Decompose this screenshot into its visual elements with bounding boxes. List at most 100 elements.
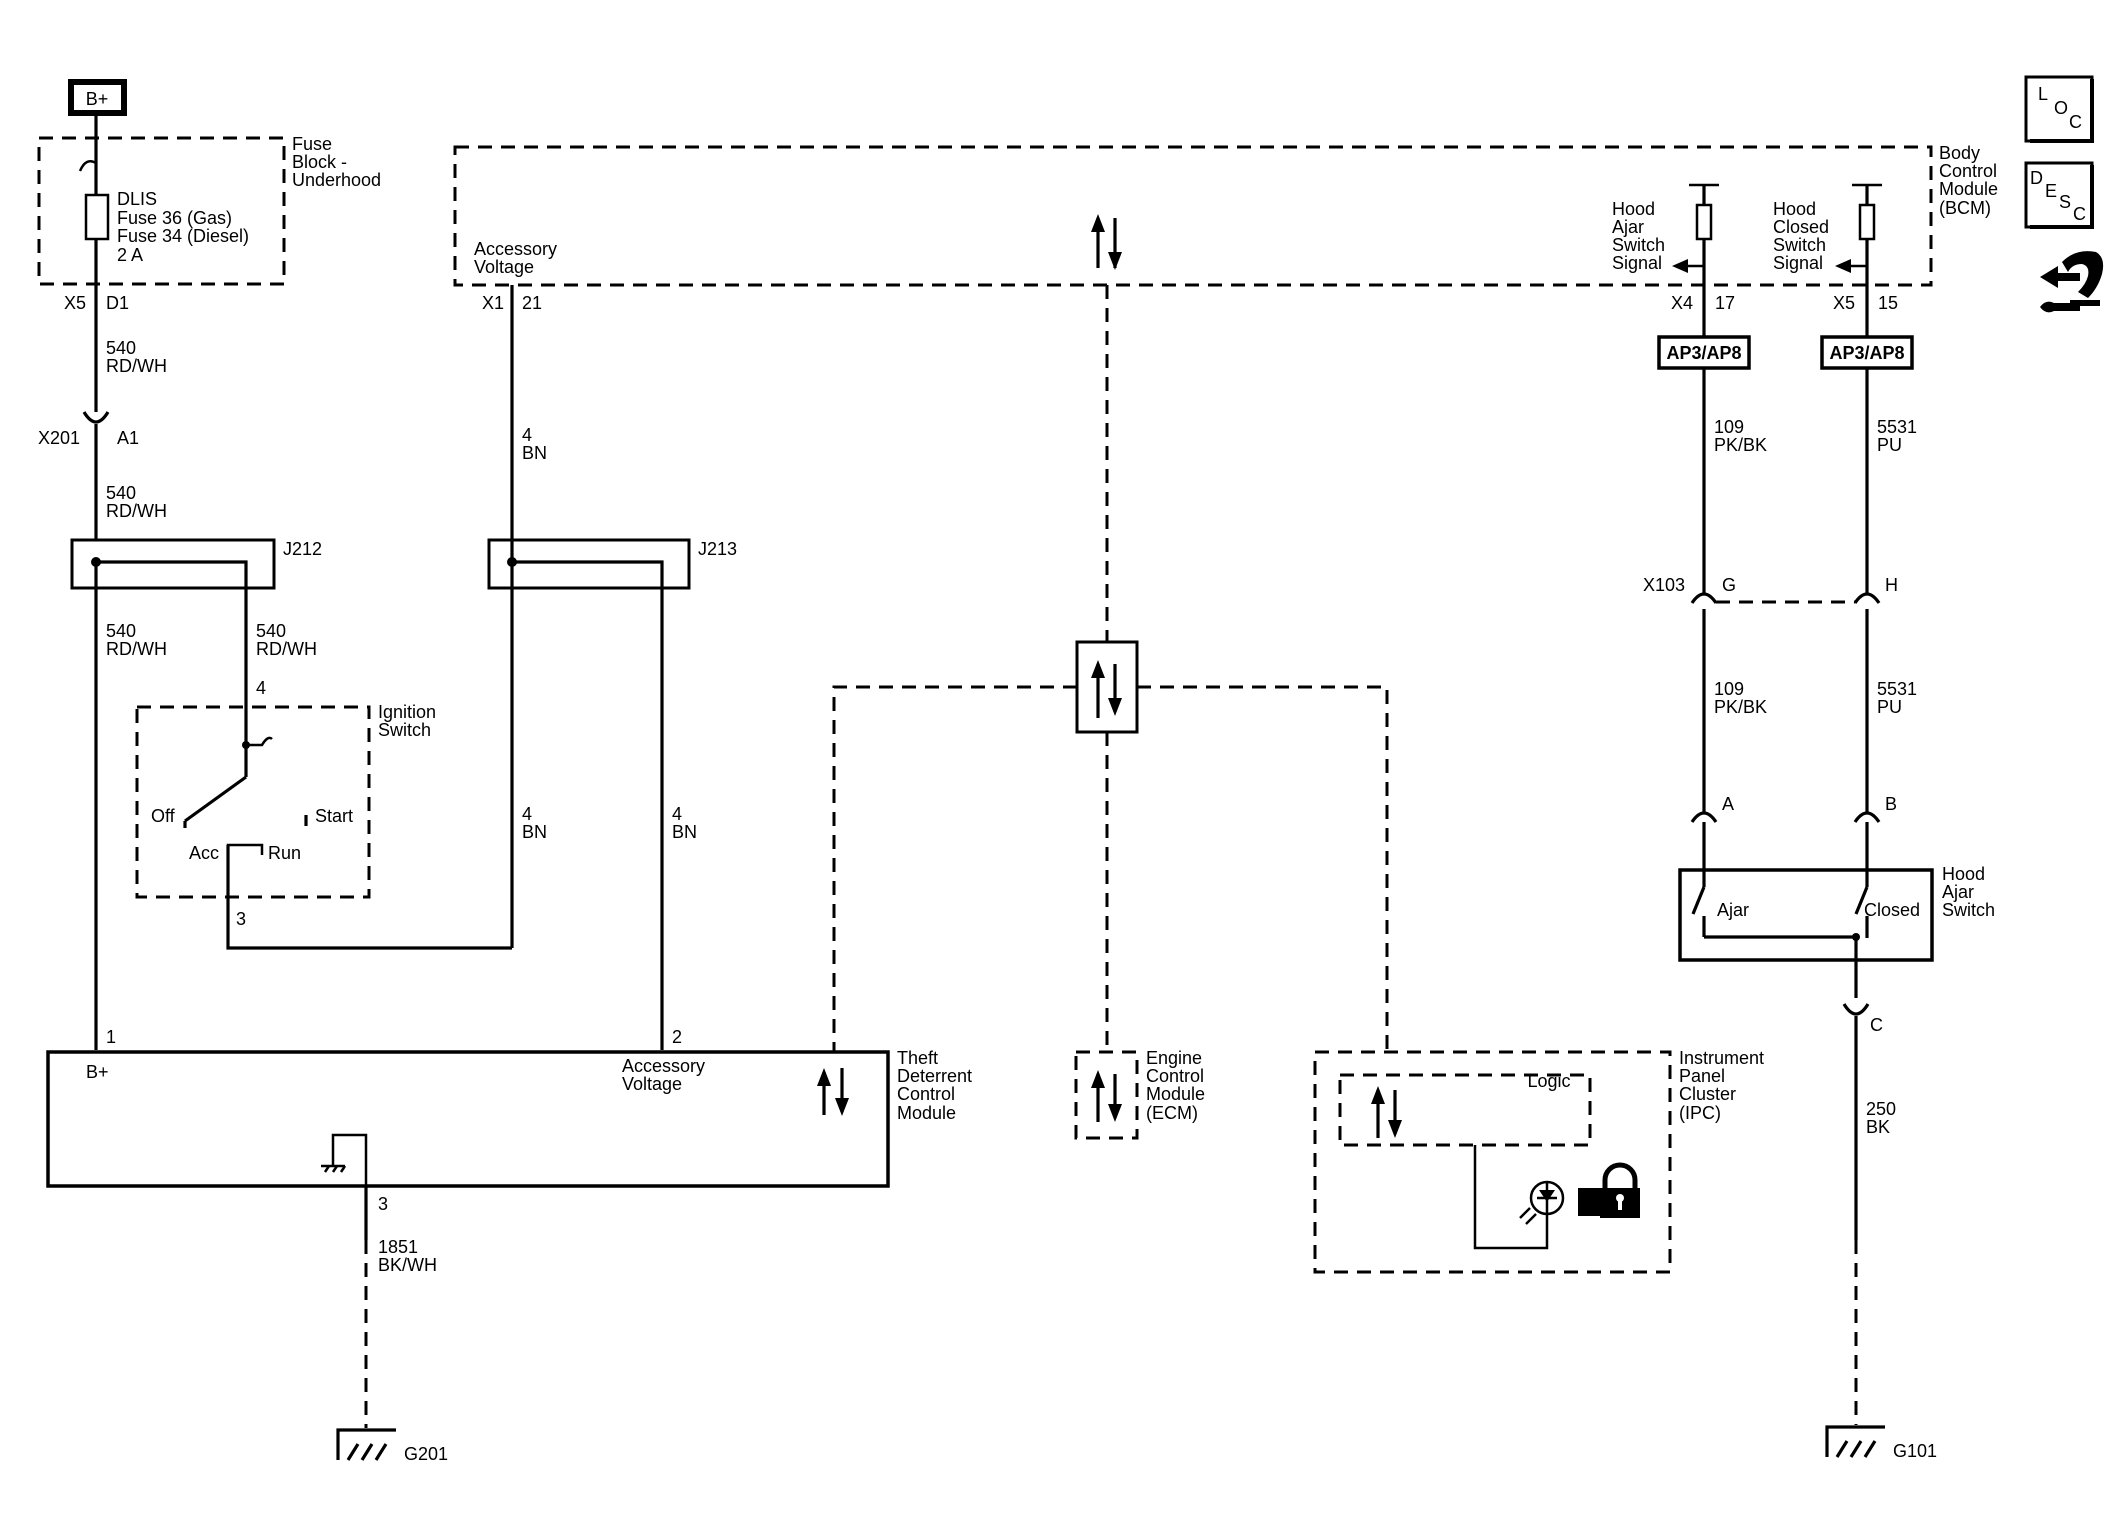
description-view-button[interactable]: D E S C xyxy=(2024,161,2094,229)
tdcm-title-2: Deterrent xyxy=(897,1066,972,1086)
ignition-start: Start xyxy=(315,806,353,826)
loc-icon-letter-l: L xyxy=(2038,84,2048,104)
instrument-panel-cluster: Logic Instrument Panel Cluster (IPC) xyxy=(1313,1048,1764,1274)
j212-label: J212 xyxy=(283,539,322,559)
bcm-title-1: Body xyxy=(1939,143,1980,163)
tdcm-b-plus: B+ xyxy=(86,1062,109,1082)
ignition-title-1: Ignition xyxy=(378,702,436,722)
hood-ajar-signal-4: Signal xyxy=(1612,253,1662,273)
ignition-switch: 4 Off Start Acc Run Ignition Switch 3 xyxy=(135,678,436,929)
wire-4bn-label-a: 4 xyxy=(522,425,532,445)
location-view-button[interactable]: L O C xyxy=(2024,75,2094,143)
wire-540-label-a: 540 xyxy=(106,338,136,358)
switch-pin-b: B xyxy=(1885,794,1897,814)
hood-ajar-signal-2: Ajar xyxy=(1612,217,1644,237)
wire-540-color-c: RD/WH xyxy=(106,639,167,659)
ignition-pin-bottom: 3 xyxy=(236,909,246,929)
fuse-label-2: Fuse 36 (Gas) xyxy=(117,208,232,228)
desc-icon-letter-d: D xyxy=(2030,168,2043,188)
wire-109-color-a: PK/BK xyxy=(1714,435,1767,455)
bcm-title-2: Control xyxy=(1939,161,1997,181)
ecm-title-2: Control xyxy=(1146,1066,1204,1086)
ground-g201-icon: G201 xyxy=(336,1428,448,1464)
tdcm-title-3: Control xyxy=(897,1084,955,1104)
x103-pin-h: H xyxy=(1885,575,1898,595)
tdcm-pin1: 1 xyxy=(106,1027,116,1047)
hood-switch-title-3: Switch xyxy=(1942,900,1995,920)
switch-closed-label: Closed xyxy=(1864,900,1920,920)
battery-power-source: B+ xyxy=(68,79,127,116)
x201-pin-label: A1 xyxy=(117,428,139,448)
j213-label: J213 xyxy=(698,539,737,559)
hood-closed-signal-3: Switch xyxy=(1773,235,1826,255)
wire-1851-label: 1851 xyxy=(378,1237,418,1257)
ignition-title-2: Switch xyxy=(378,720,431,740)
ground-g101-label: G101 xyxy=(1893,1441,1937,1461)
wire-250-label: 250 xyxy=(1866,1099,1896,1119)
wire-540-label-b: 540 xyxy=(106,483,136,503)
ecm-title-1: Engine xyxy=(1146,1048,1202,1068)
ecm-title-4: (ECM) xyxy=(1146,1103,1198,1123)
switch-ajar-label: Ajar xyxy=(1717,900,1749,920)
wire-109-color-b: PK/BK xyxy=(1714,697,1767,717)
fuse-label-3: Fuse 34 (Diesel) xyxy=(117,226,249,246)
ecm-title-3: Module xyxy=(1146,1084,1205,1104)
engine-control-module: Engine Control Module (ECM) xyxy=(1074,1048,1205,1140)
desc-icon-letter-s: S xyxy=(2059,192,2071,212)
fuse-block-title-3: Underhood xyxy=(292,170,381,190)
bcm-accessory-label-2: Voltage xyxy=(474,257,534,277)
wire-109-label-b: 109 xyxy=(1714,679,1744,699)
wire-540-label-d: 540 xyxy=(256,621,286,641)
ipc-title-2: Panel xyxy=(1679,1066,1725,1086)
power-label: B+ xyxy=(86,89,109,109)
fuse-block-title-2: Block - xyxy=(292,152,347,172)
connector-end-view-icon[interactable] xyxy=(2040,251,2104,313)
connector-x201: X201 A1 xyxy=(38,404,139,448)
ipc-logic-label: Logic xyxy=(1527,1071,1570,1091)
wire-4bn-color-a: BN xyxy=(522,443,547,463)
x201-label: X201 xyxy=(38,428,80,448)
fuse-block-underhood: Fuse Block - Underhood DLIS Fuse 36 (Gas… xyxy=(37,134,381,313)
wire-5531-label-b: 5531 xyxy=(1877,679,1917,699)
hood-ajar-switch: Ajar Closed Hood Ajar Switch xyxy=(1678,822,1995,962)
loc-icon-letter-c: C xyxy=(2069,112,2082,132)
ignition-pin-top: 4 xyxy=(256,678,266,698)
theft-deterrent-control-module: 1 2 B+ Accessory Voltage Theft Deterrent… xyxy=(46,1027,972,1214)
splice-j212: J212 xyxy=(70,538,322,590)
option-closed-label: AP3/AP8 xyxy=(1829,343,1904,363)
bcm-accessory-pin: 21 xyxy=(522,293,542,313)
wire-4bn-label-b: 4 xyxy=(522,804,532,824)
hood-closed-signal-4: Signal xyxy=(1773,253,1823,273)
option-box-closed: AP3/AP8 xyxy=(1820,335,1914,370)
hood-closed-signal-1: Hood xyxy=(1773,199,1816,219)
switch-pin-a: A xyxy=(1722,794,1734,814)
ajar-connector: X4 xyxy=(1671,293,1693,313)
ipc-title-3: Cluster xyxy=(1679,1084,1736,1104)
ipc-title-4: (IPC) xyxy=(1679,1103,1721,1123)
wire-250-color: BK xyxy=(1866,1117,1890,1137)
wire-540-color-a: RD/WH xyxy=(106,356,167,376)
connector-x103: X103 G H xyxy=(1643,575,1898,620)
tdcm-pin3: 3 xyxy=(378,1194,388,1214)
tdcm-pin2: 2 xyxy=(672,1027,682,1047)
switch-pin-c: C xyxy=(1870,1015,1883,1035)
wire-1851-color: BK/WH xyxy=(378,1255,437,1275)
desc-icon-letter-c: C xyxy=(2073,204,2086,224)
fuse-block-title-1: Fuse xyxy=(292,134,332,154)
security-lock-icon xyxy=(1578,1162,1640,1218)
wire-540-color-d: RD/WH xyxy=(256,639,317,659)
hood-ajar-signal-1: Hood xyxy=(1612,199,1655,219)
bcm-title-3: Module xyxy=(1939,179,1998,199)
wire-4bn-label-c: 4 xyxy=(672,804,682,824)
serial-data-splice xyxy=(1075,640,1139,734)
hood-switch-title-2: Ajar xyxy=(1942,882,1974,902)
tdcm-title-1: Theft xyxy=(897,1048,938,1068)
ajar-pin: 17 xyxy=(1715,293,1735,313)
wire-4bn-color-c: BN xyxy=(672,822,697,842)
ground-g201-label: G201 xyxy=(404,1444,448,1464)
desc-icon-letter-e: E xyxy=(2045,181,2057,201)
wire-109-label-a: 109 xyxy=(1714,417,1744,437)
closed-connector: X5 xyxy=(1833,293,1855,313)
ipc-title-1: Instrument xyxy=(1679,1048,1764,1068)
wire-4bn-color-b: BN xyxy=(522,822,547,842)
